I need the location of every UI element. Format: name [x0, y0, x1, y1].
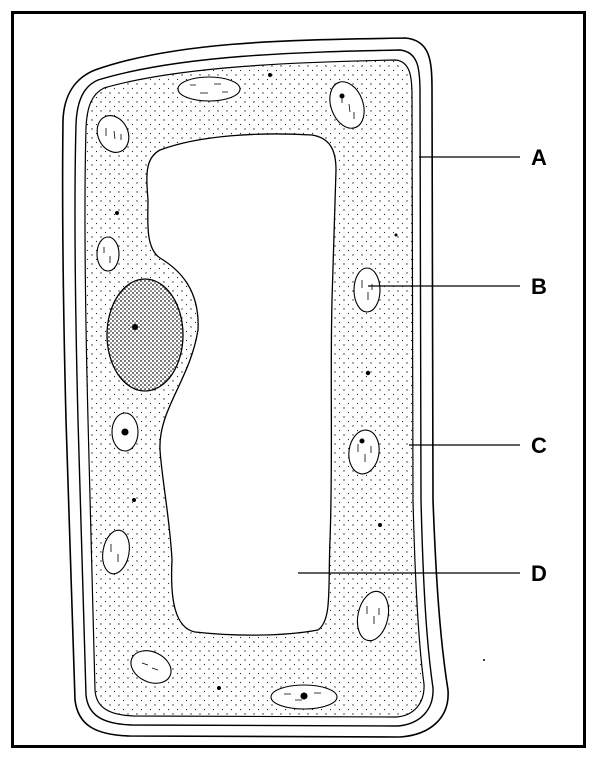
chloroplast — [97, 237, 119, 271]
label-a: A — [531, 145, 547, 170]
stray-dot — [483, 659, 485, 661]
chloroplast — [354, 268, 380, 312]
chloroplast — [271, 685, 337, 709]
label-d: D — [531, 561, 547, 586]
chloroplast — [112, 413, 138, 451]
label-c: C — [531, 433, 547, 458]
nucleus — [107, 279, 183, 391]
nucleolus — [132, 324, 138, 330]
chloroplast — [178, 77, 240, 101]
label-b: B — [531, 274, 547, 299]
